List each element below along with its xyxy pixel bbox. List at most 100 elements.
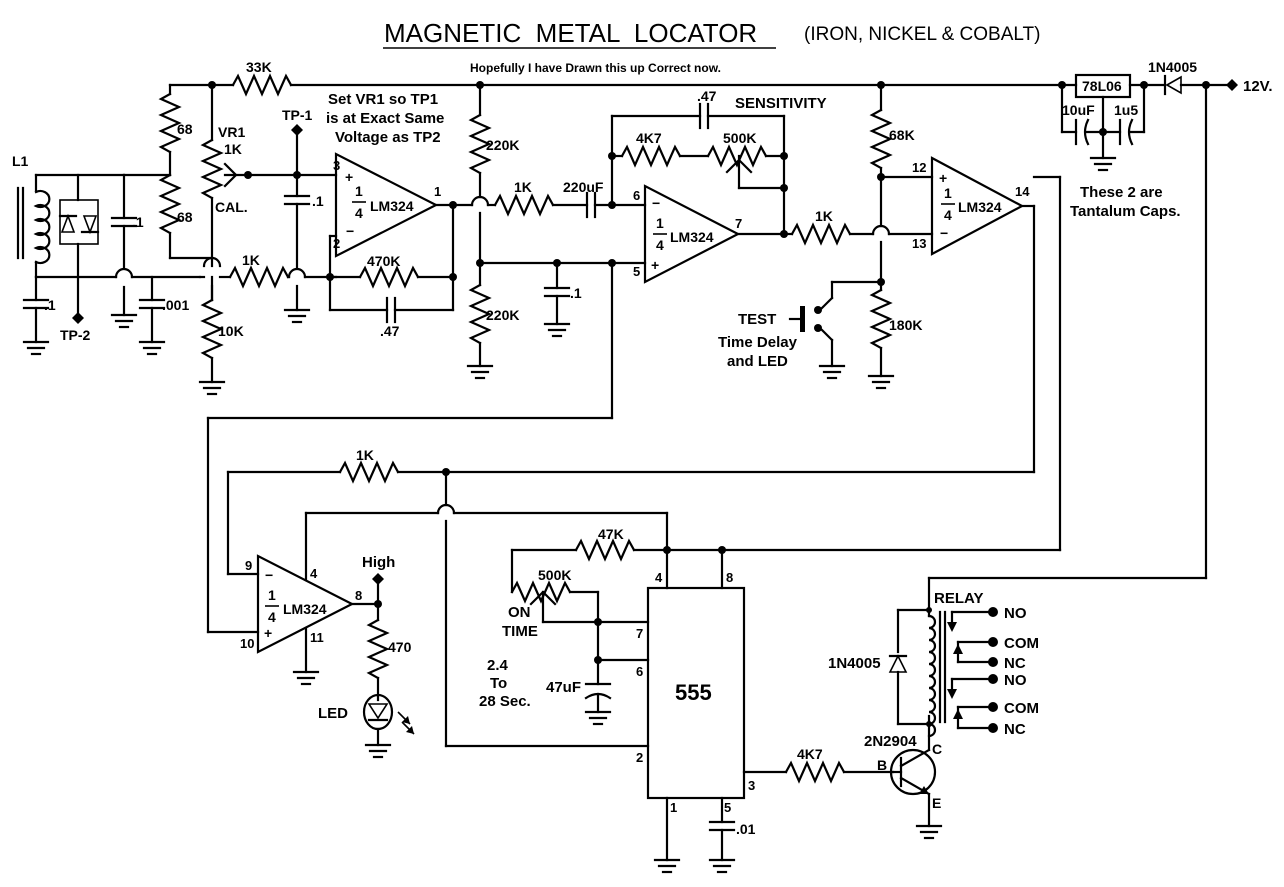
res-4k7-a xyxy=(620,144,710,168)
u4-pin-plus: 10 xyxy=(240,636,254,651)
tp1-point xyxy=(283,124,311,324)
res-1k-a xyxy=(228,265,338,289)
opamp-u4 xyxy=(226,470,669,686)
sensitivity-label: SENSITIVITY xyxy=(735,95,827,112)
cap-c1-label: .1 xyxy=(132,214,144,230)
drawn-note: Hopefully I have Drawn this up Correct n… xyxy=(470,61,721,75)
res-10k-label: 10K xyxy=(218,323,244,339)
u1-pin-out: 1 xyxy=(434,184,441,199)
terminal-com2 xyxy=(988,702,998,712)
node xyxy=(326,273,334,281)
node xyxy=(442,468,450,476)
res-4k7-b-label: 4K7 xyxy=(797,746,823,762)
node xyxy=(608,152,616,160)
node xyxy=(780,152,788,160)
cap-47uf xyxy=(584,682,612,726)
terminal-com1 xyxy=(988,637,998,647)
vr1-value: 1K xyxy=(224,141,242,157)
node xyxy=(877,81,885,89)
res-47k-label: 47K xyxy=(598,526,624,542)
node xyxy=(926,721,932,727)
u2-pin-minus: 6 xyxy=(633,188,640,203)
test-label: TEST xyxy=(738,311,776,328)
u4-pin-gnd: 11 xyxy=(310,630,324,645)
res-180k-label: 180K xyxy=(889,317,922,333)
ontime-note-line2: To xyxy=(490,675,507,692)
res-68k-label: 68K xyxy=(889,127,915,143)
ontime-note-line3: 28 Sec. xyxy=(479,693,531,710)
res-1k-c xyxy=(782,222,934,246)
node xyxy=(877,173,885,181)
transistor-label: 2N2904 xyxy=(864,733,917,750)
u1-frac-num: 1 xyxy=(355,183,363,199)
res-68k xyxy=(869,83,893,292)
res-1k-b-label: 1K xyxy=(514,179,532,195)
res-1k-d-label: 1K xyxy=(356,447,374,463)
u1-pin-plus: 3 xyxy=(333,158,340,173)
u3-minus-sign: − xyxy=(940,225,948,241)
diagram-subtitle: (IRON, NICKEL & COBALT) xyxy=(804,24,1040,45)
u4-pin-out: 8 xyxy=(355,588,362,603)
terminal-nc1 xyxy=(988,657,998,667)
nc1-label: NC xyxy=(1004,655,1026,672)
test-note-line1: Time Delay xyxy=(718,334,798,351)
u4-minus-sign: − xyxy=(265,567,273,583)
cap-047b-label: .47 xyxy=(697,88,717,104)
node xyxy=(608,201,616,209)
terminal-nc2 xyxy=(988,723,998,733)
nc2-label: NC xyxy=(1004,721,1026,738)
node xyxy=(553,259,561,267)
cap-c2 xyxy=(22,275,50,356)
u3-pin-out: 14 xyxy=(1015,184,1030,199)
t-pin-1: 1 xyxy=(670,800,677,815)
res-68a-label: 68 xyxy=(177,121,193,137)
cap-220uf xyxy=(585,191,647,219)
u2-part: LM324 xyxy=(670,229,714,245)
ontime-note-line1: 2.4 xyxy=(487,657,509,674)
cap-c3-label: .001 xyxy=(162,297,189,313)
cap-1u5-label: 1u5 xyxy=(1114,102,1138,118)
t-pin-8: 8 xyxy=(726,570,733,585)
res-470k xyxy=(358,265,455,289)
cap-001-label: .01 xyxy=(736,821,756,837)
pot-vr1 xyxy=(200,83,299,302)
high-label: High xyxy=(362,554,395,571)
u1-plus-sign: + xyxy=(345,169,353,185)
gnd-c1 xyxy=(110,285,138,329)
opamp-u2 xyxy=(643,184,786,284)
node xyxy=(780,184,788,192)
terminal-no2 xyxy=(988,674,998,684)
led-indicator xyxy=(362,693,415,759)
res-68a xyxy=(158,92,182,177)
supply-terminal xyxy=(1226,79,1238,91)
node xyxy=(877,278,885,286)
transistor-c: C xyxy=(932,741,942,757)
node xyxy=(926,607,932,613)
node xyxy=(1202,81,1210,89)
com1-label: COM xyxy=(1004,635,1039,652)
r33k-label: 33K xyxy=(246,59,272,75)
node xyxy=(1058,81,1066,89)
cap-c3 xyxy=(138,275,166,356)
tantalum-note-line2: Tantalum Caps. xyxy=(1070,203,1181,220)
res-470 xyxy=(366,602,390,702)
coil-l1 xyxy=(16,173,51,279)
node xyxy=(718,546,726,554)
node xyxy=(476,259,484,267)
u4-pin-vcc: 4 xyxy=(310,566,318,581)
tp2-label: TP-2 xyxy=(60,327,91,343)
no2-label: NO xyxy=(1004,672,1027,689)
res-4k7-a-label: 4K7 xyxy=(636,130,662,146)
cap-220uf-label: 220uF xyxy=(563,179,604,195)
u1-frac-den: 4 xyxy=(355,205,363,221)
vr1-label: VR1 xyxy=(218,124,245,140)
res-68b-label: 68 xyxy=(177,209,193,225)
test-button xyxy=(788,280,846,380)
u3-frac-num: 1 xyxy=(944,185,952,201)
node xyxy=(244,171,252,179)
pot-500k-b xyxy=(510,580,650,624)
res-220k-b xyxy=(466,283,494,380)
u2-frac-den: 4 xyxy=(656,237,664,253)
t-pin-7: 7 xyxy=(636,626,643,641)
